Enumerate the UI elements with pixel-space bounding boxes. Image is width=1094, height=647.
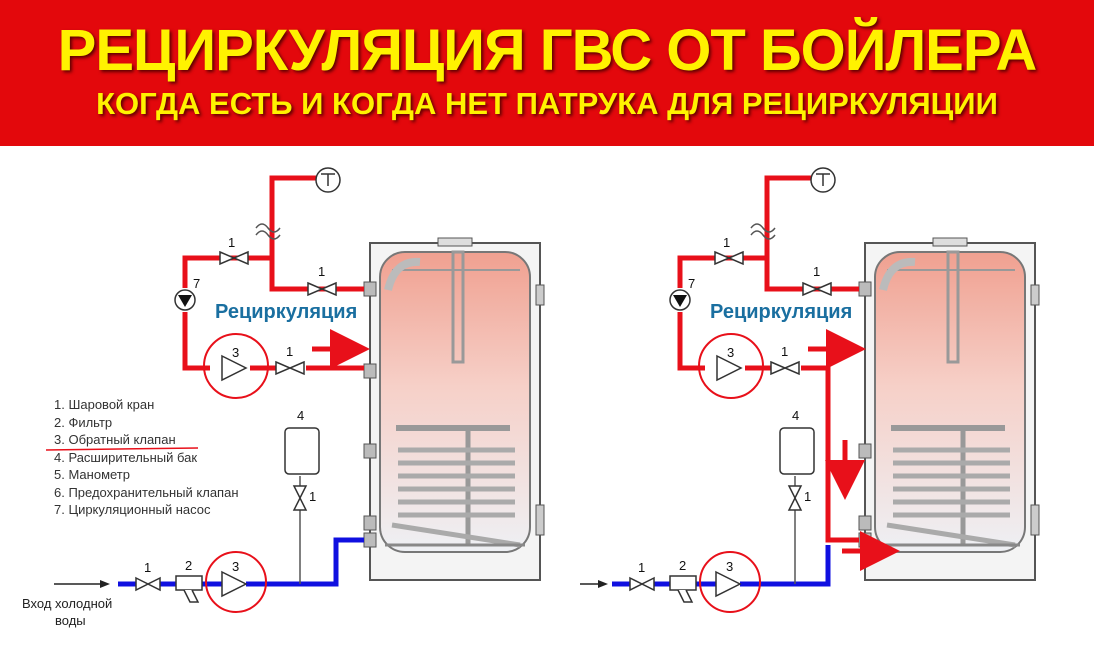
label-3: 3 <box>232 345 239 360</box>
label-4: 4 <box>792 408 799 423</box>
label-7: 7 <box>193 276 200 291</box>
hot-tap-icon <box>315 167 341 193</box>
ball-valve-icon <box>219 250 249 266</box>
legend-item: 1. Шаровой кран <box>54 397 154 412</box>
ball-valve-icon <box>802 281 832 297</box>
label-1: 1 <box>804 489 811 504</box>
inlet-label: воды <box>55 613 86 628</box>
recirculation-label: Рециркуляция <box>215 301 357 323</box>
circulation-pump-icon <box>669 289 691 311</box>
title-banner: РЕЦИРКУЛЯЦИЯ ГВС ОТ БОЙЛЕРА КОГДА ЕСТЬ И… <box>0 0 1094 146</box>
check-valve-icon <box>698 333 764 399</box>
hot-tap-icon <box>810 167 836 193</box>
label-3: 3 <box>726 559 733 574</box>
cold-water-pipes <box>118 537 364 587</box>
boiler-tank <box>363 237 545 581</box>
label-1: 1 <box>781 344 788 359</box>
ball-valve-icon <box>770 360 800 376</box>
label-4: 4 <box>297 408 304 423</box>
circulation-pump-icon <box>174 289 196 311</box>
label-1: 1 <box>318 264 325 279</box>
check-valve-icon <box>699 551 761 613</box>
label-1: 1 <box>228 235 235 250</box>
diagram-left: 1 1 7 3 1 4 1 1 2 3 Рециркуляция 1. Шаро… <box>22 167 545 628</box>
label-3: 3 <box>727 345 734 360</box>
boiler-tank <box>858 237 1040 581</box>
legend-item: 5. Манометр <box>54 467 130 482</box>
recirculation-label: Рециркуляция <box>710 301 852 323</box>
ball-valve-icon <box>714 250 744 266</box>
diagram-right: 1 1 7 3 1 4 1 1 2 3 Рециркуляция <box>580 167 1040 613</box>
label-3: 3 <box>232 559 239 574</box>
check-valve-icon <box>205 551 267 613</box>
ball-valve-icon <box>307 281 337 297</box>
legend-item: 6. Предохранительный клапан <box>54 485 239 500</box>
label-2: 2 <box>185 558 192 573</box>
hot-water-pipes <box>182 175 364 371</box>
filter-icon <box>669 575 697 603</box>
legend-underline <box>45 447 199 451</box>
pipe-break-symbol <box>750 223 776 240</box>
legend-item: 7. Циркуляционный насос <box>54 502 211 517</box>
ball-valve-icon <box>135 576 161 592</box>
legend: 1. Шаровой кран 2. Фильтр 3. Обратный кл… <box>45 397 239 517</box>
expansion-tank-icon <box>284 427 320 475</box>
label-7: 7 <box>688 276 695 291</box>
ball-valve-icon <box>629 576 655 592</box>
ball-valve-icon <box>292 485 308 511</box>
page-title: РЕЦИРКУЛЯЦИЯ ГВС ОТ БОЙЛЕРА <box>57 18 1038 83</box>
label-1: 1 <box>144 560 151 575</box>
expansion-tank-icon <box>779 427 815 475</box>
label-1: 1 <box>286 344 293 359</box>
check-valve-icon <box>203 333 269 399</box>
legend-item: 2. Фильтр <box>54 415 112 430</box>
label-1: 1 <box>309 489 316 504</box>
ball-valve-icon <box>787 485 803 511</box>
label-1: 1 <box>723 235 730 250</box>
legend-item: 4. Расширительный бак <box>54 450 197 465</box>
label-1: 1 <box>638 560 645 575</box>
filter-icon <box>175 575 203 603</box>
label-2: 2 <box>679 558 686 573</box>
legend-item: 3. Обратный клапан <box>54 432 176 447</box>
page-subtitle: КОГДА ЕСТЬ И КОГДА НЕТ ПАТРУКА ДЛЯ РЕЦИР… <box>96 86 998 121</box>
ball-valve-icon <box>275 360 305 376</box>
pipe-break-symbol <box>255 223 281 240</box>
inlet-label: Вход холодной <box>22 596 112 611</box>
label-1: 1 <box>813 264 820 279</box>
